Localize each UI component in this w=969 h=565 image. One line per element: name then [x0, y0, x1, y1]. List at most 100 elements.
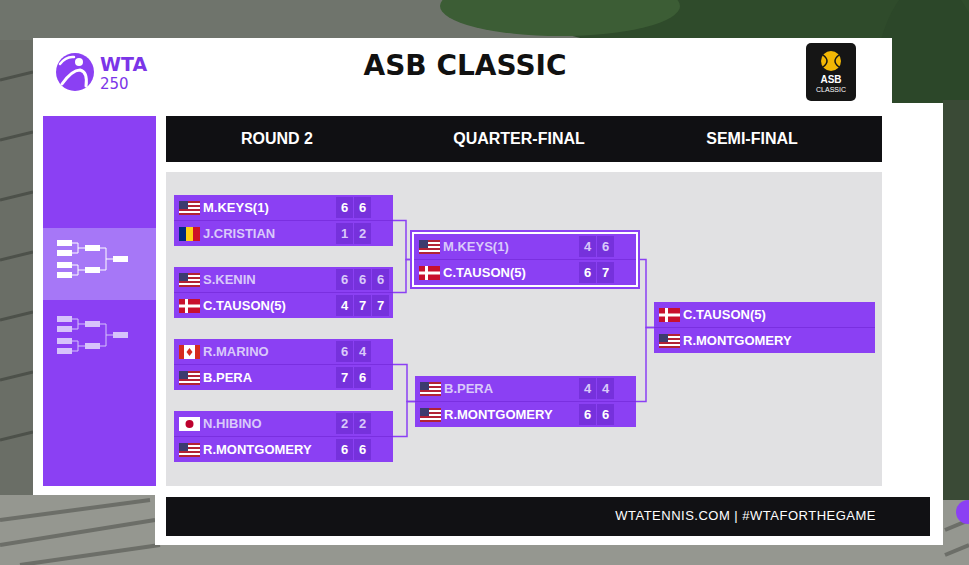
- mini-bracket-line: [100, 324, 113, 346]
- player-name: M.KEYS(1): [203, 195, 269, 220]
- player-name: R.MARINO: [203, 339, 269, 364]
- player-name: M.KEYS(1): [443, 234, 509, 259]
- mini-bracket-line: [72, 341, 85, 351]
- title: ASB CLASSIC: [363, 51, 566, 82]
- set-score: 6: [597, 236, 614, 257]
- set-score: 4: [579, 378, 596, 399]
- main-panel: [155, 490, 943, 545]
- logo-text: ASB: [820, 74, 841, 85]
- player-name: J.CRISTIAN: [203, 221, 275, 246]
- flag-icon: [659, 308, 680, 322]
- round-heading: ROUND 2: [241, 130, 313, 148]
- player-row: R.MONTGOMERY66: [415, 402, 636, 427]
- player-row: C.TAUSON(5)67: [414, 260, 636, 285]
- player-name: C.TAUSON(5): [443, 260, 526, 285]
- footer-bar: [166, 497, 930, 536]
- set-score: 6: [354, 367, 371, 388]
- mini-bracket-slot: [57, 338, 72, 344]
- mini-bracket-line: [72, 243, 85, 253]
- flag-icon: [179, 273, 200, 287]
- set-score: 6: [372, 269, 389, 290]
- mini-bracket-line: [100, 248, 113, 270]
- match-box: M.KEYS(1)66J.CRISTIAN12: [174, 195, 393, 246]
- set-score: 6: [597, 404, 614, 425]
- logo-text: CLASSIC: [816, 86, 846, 94]
- player-name: B.PERA: [203, 365, 252, 390]
- wta-logo: [56, 53, 94, 91]
- flag-icon: [179, 443, 200, 457]
- header-panel: [33, 38, 892, 105]
- set-score: 7: [597, 262, 614, 283]
- set-score: 6: [336, 439, 353, 460]
- asb-logo: [806, 43, 856, 101]
- player-row: M.KEYS(1)46: [414, 234, 636, 259]
- match-box: C.TAUSON(5)R.MONTGOMERY: [654, 302, 875, 353]
- set-score: 1: [336, 223, 353, 244]
- mini-bracket-line: [72, 265, 85, 275]
- mini-bracket-slot: [85, 321, 100, 327]
- match-box: B.PERA44R.MONTGOMERY66: [415, 376, 636, 427]
- player-name: B.PERA: [444, 376, 493, 401]
- player-name: C.TAUSON(5): [203, 293, 286, 318]
- player-row: R.MARINO 64: [174, 339, 393, 364]
- mini-bracket-slot: [57, 316, 72, 322]
- stadium-concrete: [0, 495, 969, 565]
- player-row: C.TAUSON(5)477: [174, 293, 393, 318]
- mini-bracket-line: [72, 319, 85, 329]
- side-panel: [43, 116, 156, 486]
- bracket-connector: [393, 221, 414, 260]
- flag-icon: [179, 345, 200, 359]
- bracket-connector: [636, 260, 654, 328]
- set-score: 6: [354, 439, 371, 460]
- flag-icon: [179, 227, 200, 241]
- footer-text: WTATENNIS.COM | #WTAFORTHEGAME: [615, 509, 876, 523]
- set-score: 6: [336, 341, 353, 362]
- match-box: M.KEYS(1)46C.TAUSON(5)67: [414, 234, 636, 285]
- player-row: R.MONTGOMERY 66: [174, 437, 393, 462]
- round-heading: SEMI-FINAL: [706, 130, 798, 148]
- set-score: 7: [354, 295, 371, 316]
- player-name: R.MONTGOMERY: [444, 402, 553, 427]
- stand-rows: [0, 72, 33, 440]
- mini-bracket-slot: [113, 256, 128, 262]
- mini-bracket-slot: [57, 272, 72, 278]
- player-row: J.CRISTIAN12: [174, 221, 393, 246]
- set-score: 6: [336, 197, 353, 218]
- player-row: C.TAUSON(5): [654, 302, 875, 327]
- tier-number: 250: [100, 76, 129, 93]
- player-row: B.PERA 76: [174, 365, 393, 390]
- set-score: 4: [336, 295, 353, 316]
- set-score: 7: [336, 367, 353, 388]
- player-name: C.TAUSON(5): [683, 302, 766, 327]
- player-name: R.MONTGOMERY: [203, 437, 312, 462]
- corner-dot: [956, 500, 969, 524]
- mini-bracket-slot: [57, 262, 72, 268]
- flag-icon: [179, 299, 200, 313]
- match-box: R.MARINO64B.PERA76: [174, 339, 393, 390]
- set-score: 4: [354, 341, 371, 362]
- main-panel: [33, 103, 943, 495]
- mini-bracket-icon: [57, 240, 128, 354]
- mini-bracket-slot: [85, 267, 100, 273]
- brand-name: WTA: [100, 54, 147, 75]
- mini-bracket-slot: [57, 250, 72, 256]
- mini-bracket-slot: [113, 332, 128, 338]
- bracket-connector: [393, 402, 415, 437]
- flag-icon: [419, 240, 440, 254]
- flag-icon: [420, 382, 441, 396]
- mini-bracket-slot: [85, 343, 100, 349]
- player-row: N.HIBINO22: [174, 411, 393, 436]
- side-highlight: [43, 228, 156, 300]
- player-row: R.MONTGOMERY: [654, 328, 875, 353]
- round-header-bar: [166, 116, 882, 162]
- set-score: 4: [597, 378, 614, 399]
- flag-icon: [659, 334, 680, 348]
- player-name: S.KENIN: [203, 267, 256, 292]
- player-row: S.KENIN666: [174, 267, 393, 292]
- bracket-connector: [393, 365, 415, 402]
- set-score: 6: [336, 269, 353, 290]
- set-score: 2: [354, 413, 371, 434]
- mini-bracket-slot: [57, 326, 72, 332]
